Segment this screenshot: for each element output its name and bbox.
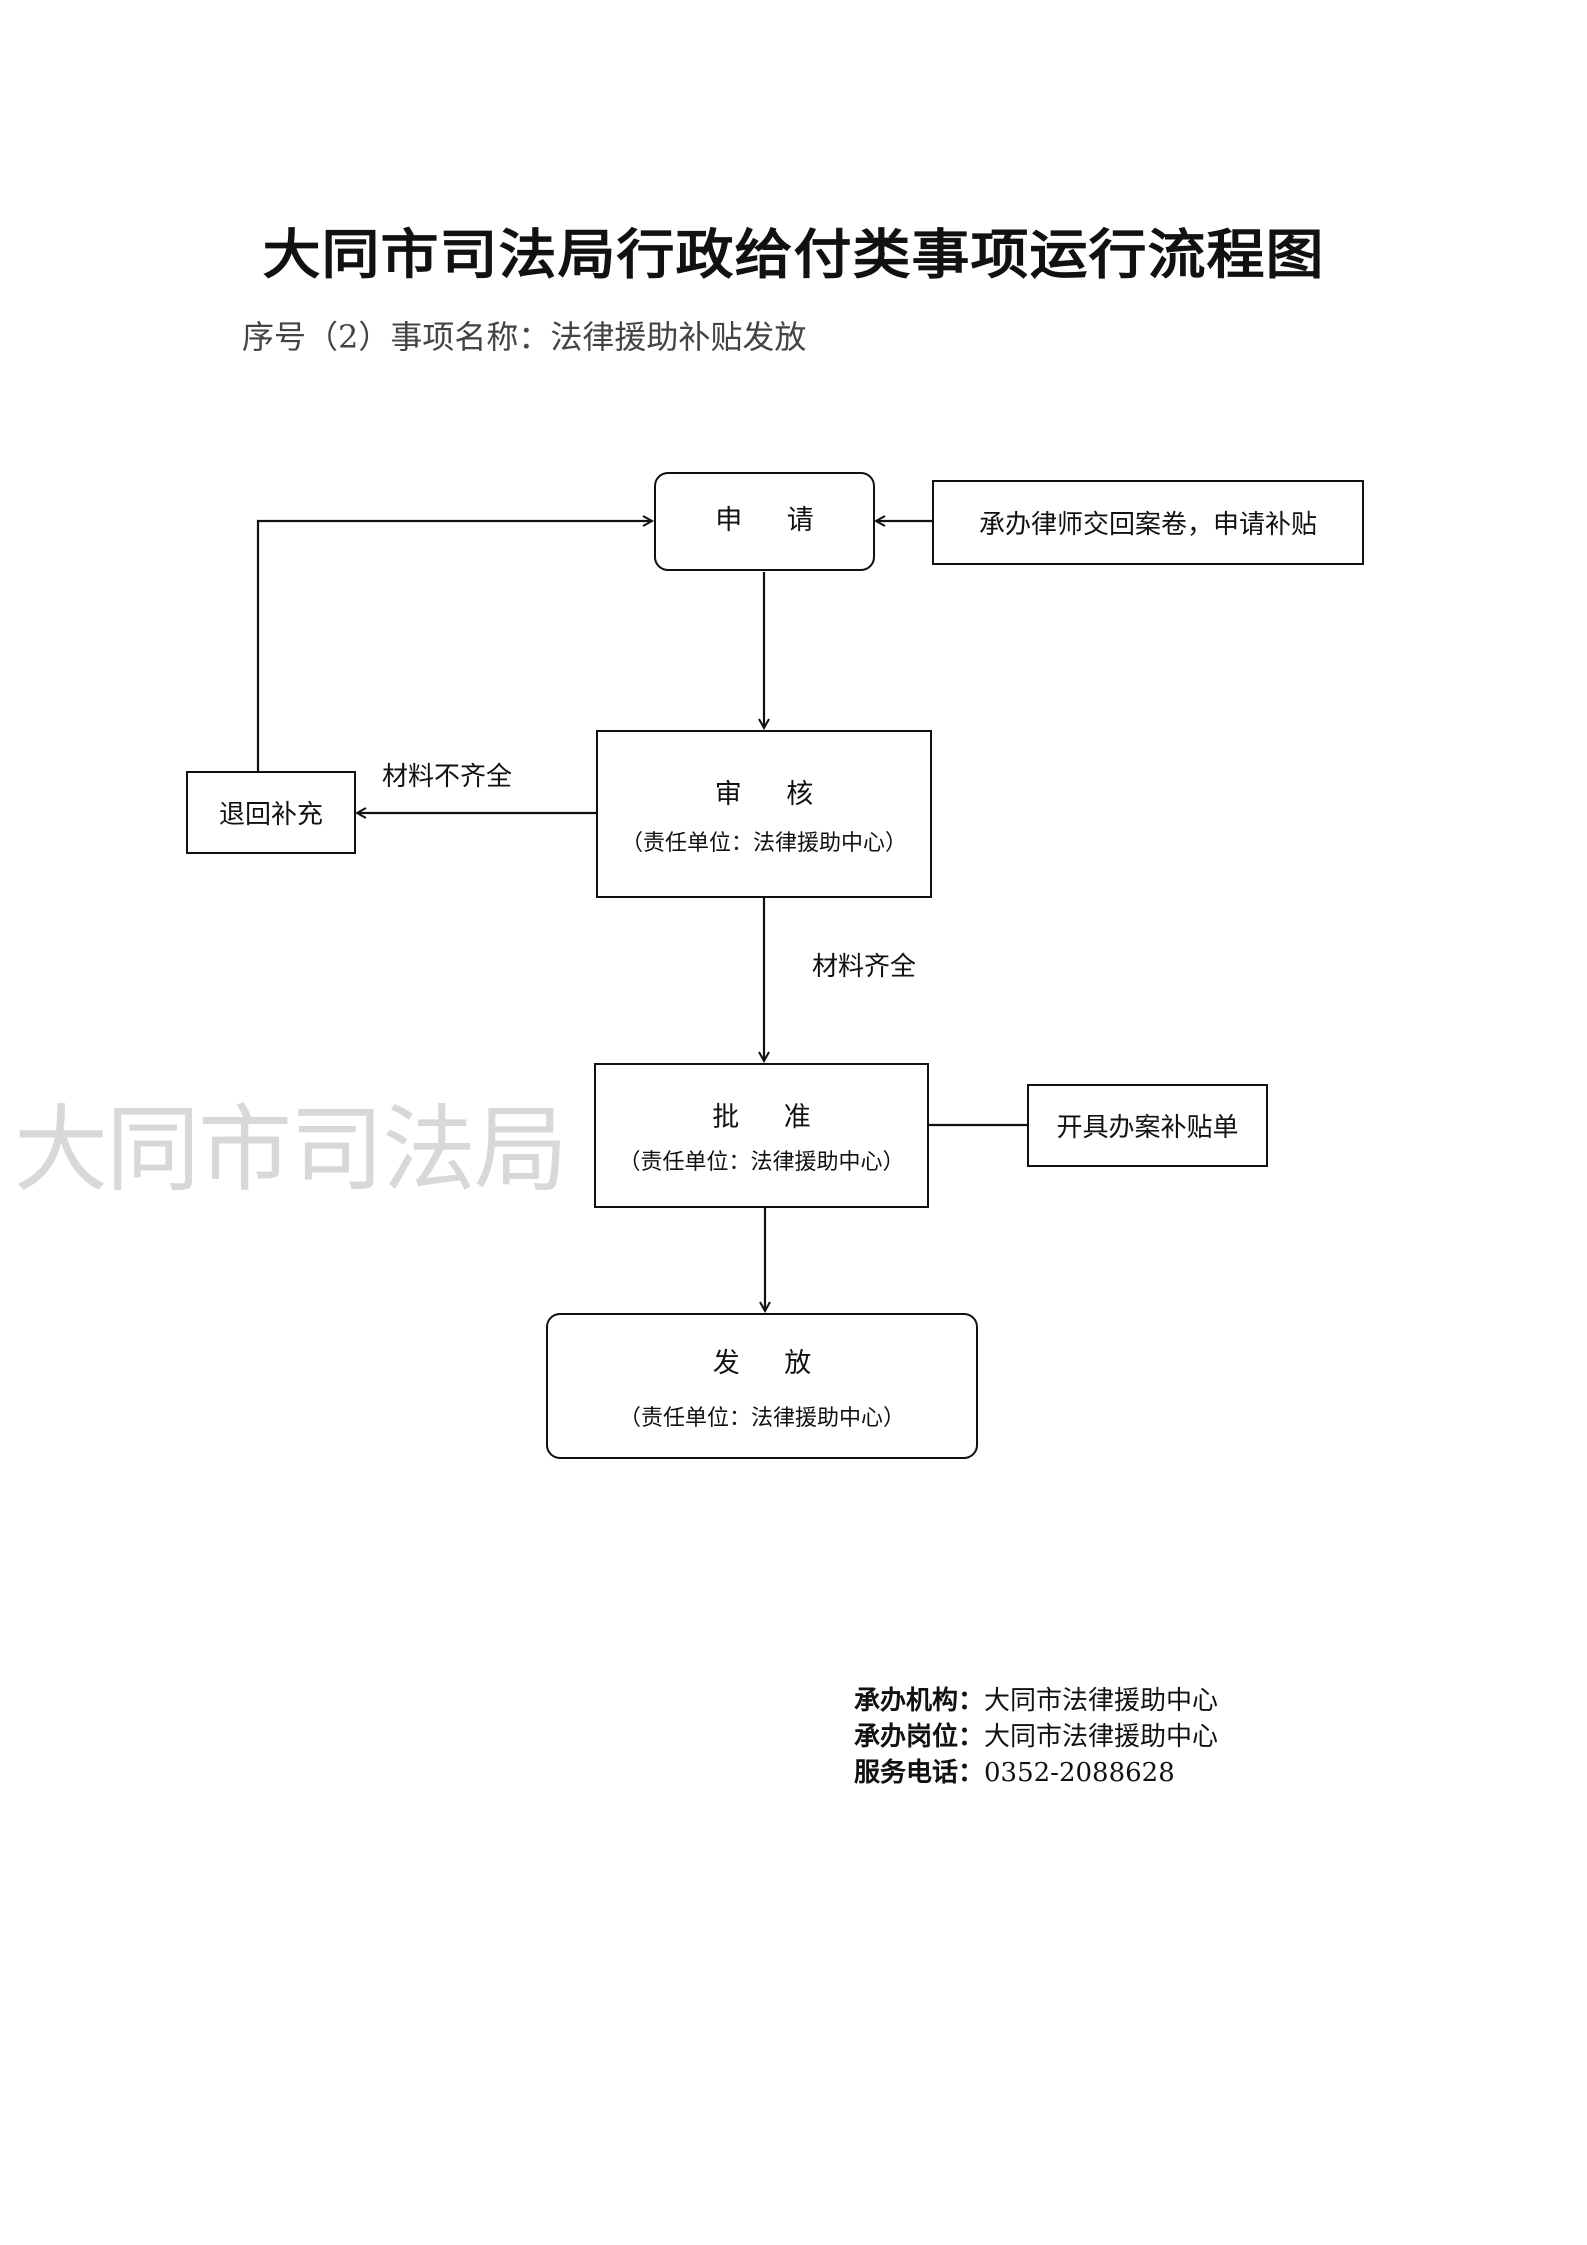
footer-phone-label: 服务电话： bbox=[854, 1758, 985, 1788]
node-issue: 发 放 （责任单位：法律援助中心） bbox=[546, 1313, 978, 1459]
node-return: 退回补充 bbox=[186, 771, 356, 854]
node-review-title: 审 核 bbox=[714, 778, 832, 810]
node-voucher: 开具办案补贴单 bbox=[1027, 1084, 1268, 1167]
footer-phone: 服务电话：0352-2088628 bbox=[854, 1752, 1175, 1789]
footer-post-label: 承办岗位： bbox=[854, 1722, 985, 1752]
footer-org: 承办机构：大同市法律援助中心 bbox=[854, 1680, 1218, 1717]
node-voucher-title: 开具办案补贴单 bbox=[1056, 1113, 1239, 1143]
footer-post-value: 大同市法律援助中心 bbox=[984, 1722, 1219, 1752]
node-approve-title: 批 准 bbox=[712, 1102, 829, 1133]
footer-phone-value: 0352-2088628 bbox=[984, 1758, 1175, 1788]
node-lawyer-submit: 承办律师交回案卷，申请补贴 bbox=[932, 480, 1364, 565]
node-issue-title: 发 放 bbox=[712, 1347, 830, 1379]
footer-org-value: 大同市法律援助中心 bbox=[984, 1686, 1219, 1716]
node-review-sub: （责任单位：法律援助中心） bbox=[620, 830, 907, 856]
node-issue-sub: （责任单位：法律援助中心） bbox=[618, 1405, 905, 1431]
edge-label-complete: 材料齐全 bbox=[812, 952, 917, 982]
watermark: 大同市司法局 bbox=[14, 1096, 568, 1205]
node-review: 审 核 （责任单位：法律援助中心） bbox=[596, 730, 932, 898]
node-approve: 批 准 （责任单位：法律援助中心） bbox=[594, 1063, 929, 1208]
node-lawyer-title: 承办律师交回案卷，申请补贴 bbox=[978, 510, 1317, 540]
page-title: 大同市司法局行政给付类事项运行流程图 bbox=[262, 223, 1325, 286]
footer-post: 承办岗位：大同市法律援助中心 bbox=[854, 1716, 1218, 1753]
loop-back-connector bbox=[256, 521, 652, 771]
node-apply: 申 请 bbox=[654, 472, 875, 571]
item-subtitle: 序号（2）事项名称：法律援助补贴发放 bbox=[242, 318, 807, 356]
edge-label-incomplete: 材料不齐全 bbox=[382, 762, 513, 792]
node-return-title: 退回补充 bbox=[218, 800, 323, 830]
node-apply-title: 申 请 bbox=[715, 505, 832, 536]
footer-org-label: 承办机构： bbox=[854, 1686, 985, 1716]
node-approve-sub: （责任单位：法律援助中心） bbox=[618, 1150, 905, 1175]
